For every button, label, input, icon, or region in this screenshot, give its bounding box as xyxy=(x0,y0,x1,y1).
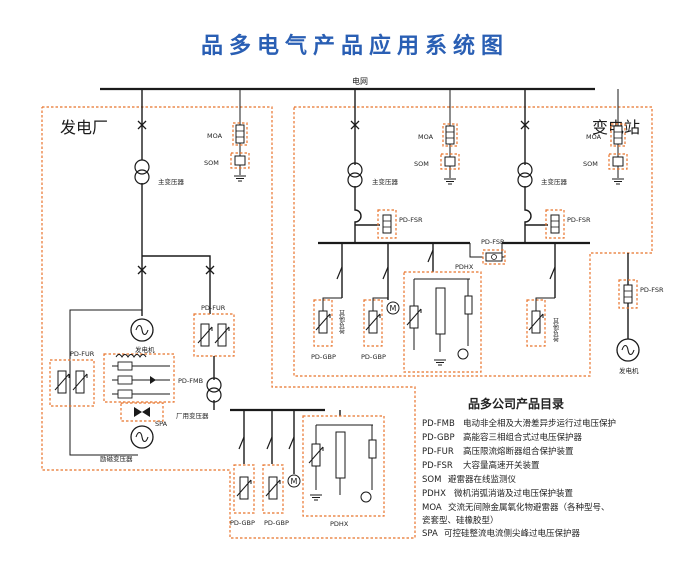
other-load-label-1: 其他负荷 xyxy=(338,309,345,335)
pd-gbp-label-1: PD-GBP xyxy=(230,519,255,527)
power-plant-border xyxy=(41,106,416,539)
ground-icon xyxy=(611,178,625,185)
pd-fsr-device-icon xyxy=(550,214,560,234)
pd-fsr-label-3: PD-FSR xyxy=(481,238,505,246)
pd-gbp-label-2: PD-GBP xyxy=(264,519,289,527)
som-label-1: SOM xyxy=(204,159,219,167)
transformer-icon xyxy=(206,377,222,403)
som-label-2: SOM xyxy=(414,160,429,168)
ground-icon xyxy=(443,178,457,185)
pd-gbp-device-icon xyxy=(236,476,252,500)
switch-icon xyxy=(427,249,434,263)
generator-icon xyxy=(616,338,640,362)
catalog-desc: 避雷器在线监测仪 xyxy=(448,474,517,485)
ground-icon xyxy=(433,359,447,366)
catalog-desc: 交流无间隙金属氧化物避雷器（各种型号、 xyxy=(448,502,610,513)
pd-gbp-label-4: PD-GBP xyxy=(361,353,386,361)
pd-gbp-device-icon xyxy=(365,310,381,334)
catalog-desc: 微机消弧消谐及过电压保护装置 xyxy=(454,488,574,499)
ground-icon xyxy=(309,494,323,501)
pd-fur-device-icon xyxy=(72,370,88,394)
catalog-heading: 品多公司产品目录 xyxy=(468,396,564,411)
catalog-code: PDHX xyxy=(422,489,446,499)
catalog-desc: 电动非全相及大滑差异步运行过电压保护 xyxy=(463,418,616,429)
transformer-icon xyxy=(517,162,533,188)
pd-fsr-device-icon xyxy=(382,214,392,234)
switch-icon xyxy=(266,436,273,450)
catalog-desc: 大容量高速开关装置 xyxy=(463,460,540,471)
catalog-code: SOM xyxy=(422,475,441,485)
pd-fur-device-icon xyxy=(214,323,230,347)
spa-label: SPA xyxy=(155,420,168,428)
catalog-desc: 高能容三相组合式过电压保护器 xyxy=(463,432,583,443)
generator-label-2: 发电机 xyxy=(619,366,639,375)
moa-arrester-icon xyxy=(235,124,245,144)
switch-icon xyxy=(288,436,295,450)
pd-fsr-label-4: PD-FSR xyxy=(640,286,664,294)
pd-gbp-device-icon xyxy=(528,310,544,334)
pd-gbp-device-icon xyxy=(265,476,281,500)
pd-fur-label-1: PD-FUR xyxy=(201,304,226,312)
catalog-desc: 瓷套型、硅橡胶型） xyxy=(422,515,499,526)
catalog-code: SPA xyxy=(422,529,438,539)
moa-label-3: MOA xyxy=(586,133,602,141)
pd-fsr-label-1: PD-FSR xyxy=(399,216,423,224)
motor-icon xyxy=(386,301,400,315)
pd-gbp-label-3: PD-GBP xyxy=(311,353,336,361)
catalog-code: PD-FSR xyxy=(422,461,453,471)
pdhx-label-2: PDHX xyxy=(455,263,474,271)
moa-label-1: MOA xyxy=(207,132,223,140)
motor-icon xyxy=(287,474,301,488)
switch-icon xyxy=(238,436,245,450)
ground-icon xyxy=(233,175,247,182)
catalog-desc: 高压限流熔断器组合保护装置 xyxy=(463,446,574,457)
pd-gbp-device-icon xyxy=(315,310,331,334)
transformer-icon xyxy=(134,159,150,185)
switch-icon xyxy=(336,266,343,280)
pd-fmb-label: PD-FMB xyxy=(178,377,203,385)
transformer-icon xyxy=(347,162,363,188)
pdhx-arrester-icon xyxy=(406,305,422,329)
substation-border xyxy=(293,106,653,377)
moa-arrester-icon xyxy=(613,125,623,145)
pd-fur-label-2: PD-FUR xyxy=(70,350,95,358)
catalog-code: PD-GBP xyxy=(422,433,455,443)
excitation-transformer-label: 励磁变压器 xyxy=(100,454,133,463)
pdhx-label-1: PDHX xyxy=(330,520,349,528)
pdhx-arrester-icon xyxy=(308,443,324,467)
generator-label-1: 发电机 xyxy=(135,345,155,354)
pd-fur-device-icon xyxy=(54,370,70,394)
som-label-3: SOM xyxy=(583,160,598,168)
catalog-code: PD-FMB xyxy=(422,419,455,429)
catalog-desc: 可控硅整流电流侧尖峰过电压保护器 xyxy=(444,528,581,539)
generator-icon xyxy=(130,318,154,342)
aux-transformer-label: 厂用变压器 xyxy=(176,411,209,420)
generator-icon xyxy=(130,425,154,449)
main-transformer-label-1: 主变压器 xyxy=(158,177,185,186)
switch-icon xyxy=(549,266,556,280)
diagram-title: 品多电气产品应用系统图 xyxy=(201,33,509,59)
other-load-label-2: 其他负荷 xyxy=(552,317,559,343)
power-plant-label: 发电厂 xyxy=(60,118,108,137)
pd-fur-device-icon xyxy=(197,323,213,347)
switch-icon xyxy=(382,266,389,280)
pd-fsr-label-2: PD-FSR xyxy=(567,216,591,224)
moa-arrester-icon xyxy=(445,125,455,145)
pd-fsr-device-icon xyxy=(623,284,633,304)
main-transformer-label-3: 主变压器 xyxy=(541,177,568,186)
catalog-code: PD-FUR xyxy=(422,447,454,457)
grid-label: 电网 xyxy=(352,76,368,86)
catalog-code: MOA xyxy=(422,503,442,513)
catalog-list: PD-FMB 电动非全相及大滑差异步运行过电压保护 PD-GBP 高能容三相组合… xyxy=(422,418,616,539)
main-transformer-label-2: 主变压器 xyxy=(372,177,399,186)
moa-label-2: MOA xyxy=(418,133,434,141)
